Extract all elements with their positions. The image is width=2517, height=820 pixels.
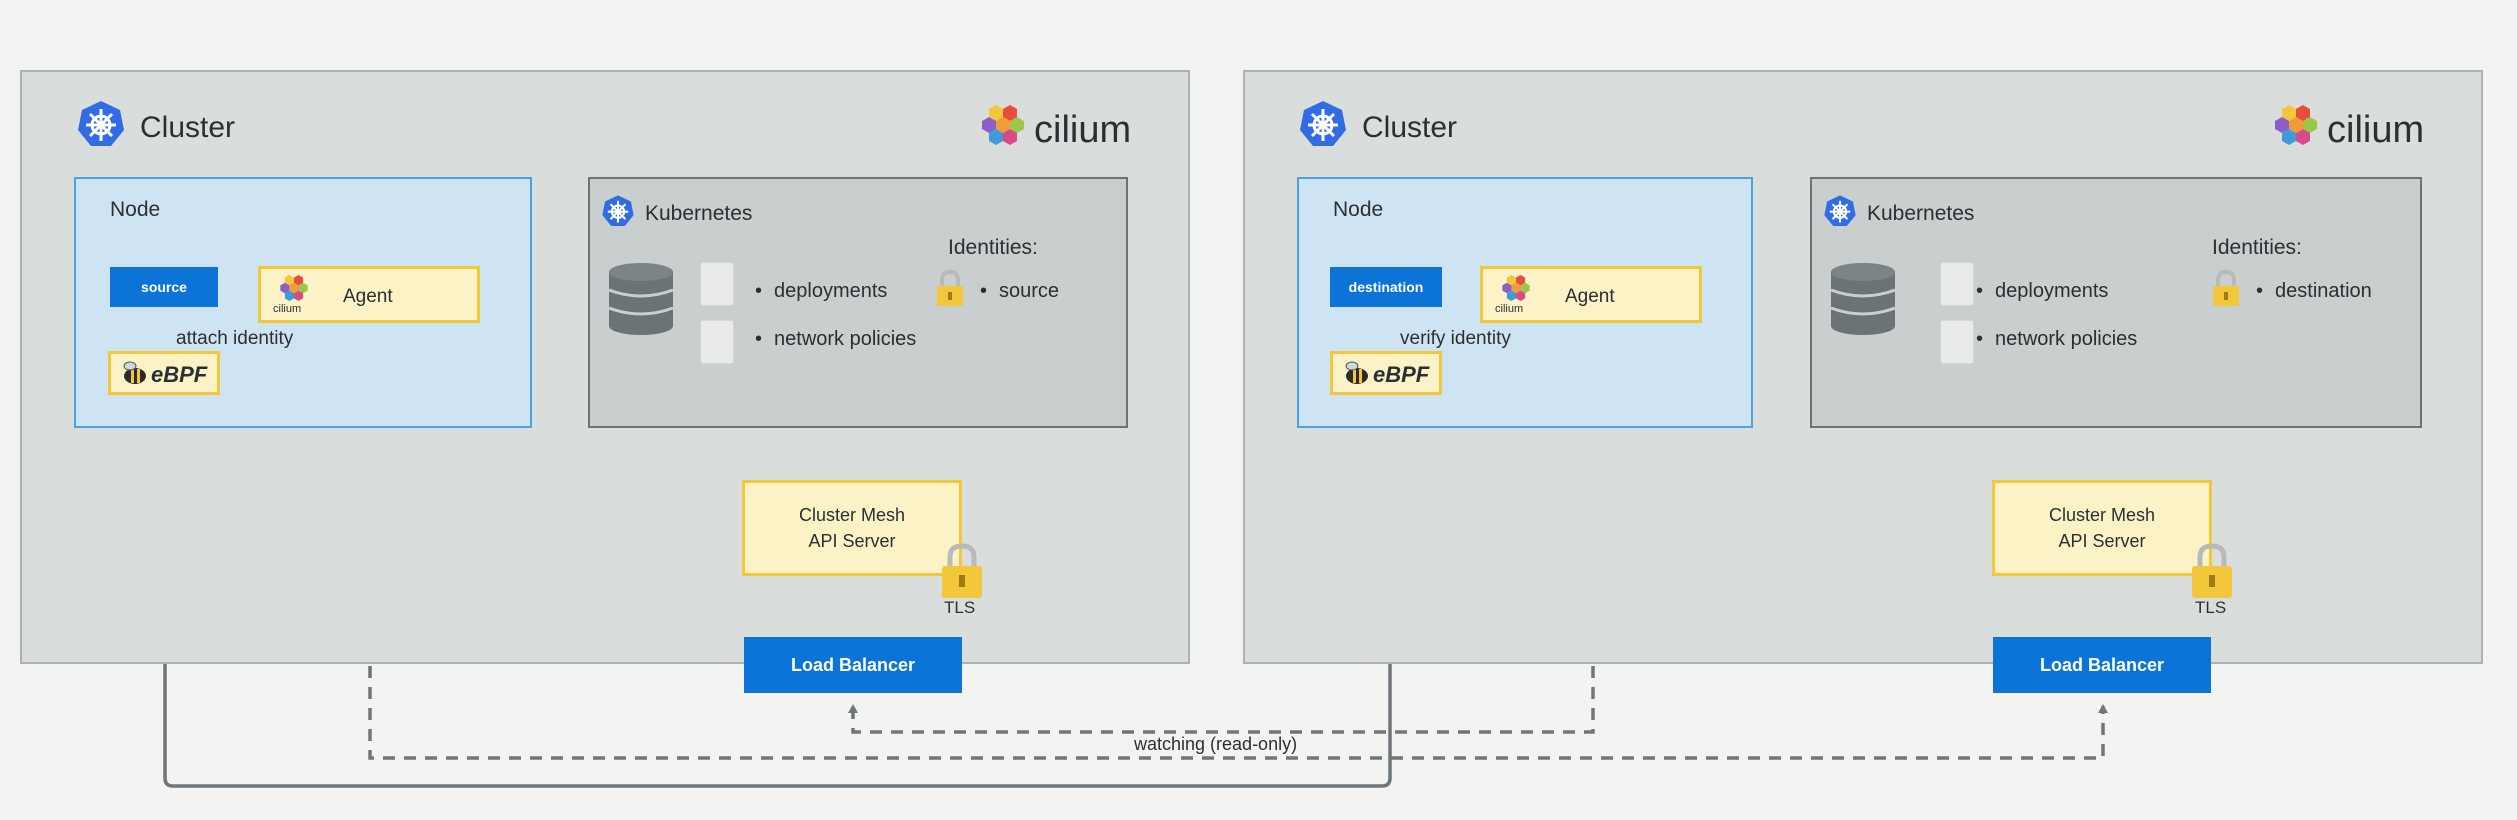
- ebpf-box-left[interactable]: eBPF: [108, 351, 220, 395]
- kubernetes-title-text-right: Kubernetes: [1867, 202, 1975, 225]
- cluster-right-title: Cluster: [1298, 99, 1458, 157]
- cluster-mesh-api-left[interactable]: Cluster Mesh API Server: [742, 480, 962, 576]
- destination-pod-label: destination: [1348, 279, 1424, 295]
- mesh-line1-right: Cluster Mesh: [2048, 505, 2156, 525]
- tls-label-left: TLS: [944, 598, 976, 617]
- database-icon: [1829, 262, 1897, 341]
- load-balancer-label-left: Load Balancer: [790, 654, 916, 675]
- resource-policies-left: •network policies: [755, 328, 917, 350]
- source-pod[interactable]: source: [110, 267, 218, 307]
- document-icon: [1940, 320, 1974, 364]
- agent-logo-text-right: cilium: [1495, 303, 1524, 315]
- cilium-icon: [1501, 273, 1531, 308]
- cilium-logo-left: cilium: [980, 104, 1131, 156]
- node-label-right: Node: [1333, 198, 1384, 221]
- identity-destination: •destination: [2256, 280, 2372, 302]
- kubernetes-box-right: [1810, 177, 2422, 428]
- kubernetes-icon: [1823, 194, 1857, 234]
- load-balancer-left[interactable]: Load Balancer: [744, 637, 962, 693]
- identities-title-right: Identities:: [2212, 236, 2302, 259]
- lock-icon: [2212, 269, 2240, 313]
- resource-deployments-left: •deployments: [755, 280, 888, 302]
- node-label-left: Node: [110, 198, 161, 221]
- verify-identity-label: verify identity: [1400, 328, 1511, 349]
- identities-title-left: Identities:: [948, 236, 1038, 259]
- identity-source: •source: [980, 280, 1060, 302]
- agent-box-left[interactable]: cilium Agent: [258, 266, 480, 323]
- document-icon: [1940, 262, 1974, 306]
- database-icon: [607, 262, 675, 341]
- load-balancer-label-right: Load Balancer: [2039, 654, 2165, 675]
- kubernetes-icon: [76, 99, 126, 157]
- datapath-link: [163, 394, 1395, 788]
- bee-icon: [1341, 360, 1371, 393]
- kubernetes-title-text-left: Kubernetes: [645, 202, 753, 225]
- mesh-line1-left: Cluster Mesh: [798, 505, 906, 525]
- kubernetes-title-right: Kubernetes: [1823, 194, 1974, 234]
- kubernetes-title-left: Kubernetes: [601, 194, 752, 234]
- lock-icon: [2190, 542, 2234, 605]
- load-balancer-right[interactable]: Load Balancer: [1993, 637, 2211, 693]
- kubernetes-box-left: [588, 177, 1128, 428]
- ebpf-label-left: eBPF: [151, 362, 208, 387]
- tls-label-right: TLS: [2195, 598, 2227, 617]
- mesh-line2-left: API Server: [808, 531, 896, 551]
- cilium-icon: [279, 273, 309, 308]
- cilium-icon: [980, 102, 1026, 158]
- lock-icon: [936, 269, 964, 313]
- cilium-icon: [2273, 102, 2319, 158]
- destination-pod[interactable]: destination: [1330, 267, 1442, 307]
- resource-policies-right: •network policies: [1976, 328, 2138, 350]
- cluster-left-title: Cluster: [76, 99, 236, 157]
- cluster-left-title-text: Cluster: [140, 111, 236, 144]
- agent-box-right[interactable]: cilium Agent: [1480, 266, 1702, 323]
- watching-label: watching (read-only): [1128, 734, 1304, 755]
- lock-icon: [940, 542, 984, 605]
- document-icon: [700, 320, 734, 364]
- cilium-brand-left: cilium: [1034, 108, 1132, 151]
- cluster-mesh-api-right[interactable]: Cluster Mesh API Server: [1992, 480, 2212, 576]
- mesh-line2-right: API Server: [2058, 531, 2146, 551]
- cluster-right-title-text: Cluster: [1362, 111, 1458, 144]
- agent-label-left: Agent: [343, 286, 393, 307]
- kubernetes-icon: [1298, 99, 1348, 157]
- ebpf-label-right: eBPF: [1373, 362, 1430, 387]
- cilium-logo-right: cilium: [2273, 104, 2424, 156]
- attach-identity-label: attach identity: [176, 328, 294, 349]
- document-icon: [700, 262, 734, 306]
- ebpf-box-right[interactable]: eBPF: [1330, 351, 1442, 395]
- kubernetes-icon: [601, 194, 635, 234]
- agent-label-right: Agent: [1565, 286, 1615, 307]
- cilium-brand-right: cilium: [2327, 108, 2425, 151]
- agent-logo-text-left: cilium: [273, 303, 302, 315]
- resource-deployments-right: •deployments: [1976, 280, 2109, 302]
- source-pod-label: source: [141, 279, 187, 295]
- bee-icon: [119, 360, 149, 393]
